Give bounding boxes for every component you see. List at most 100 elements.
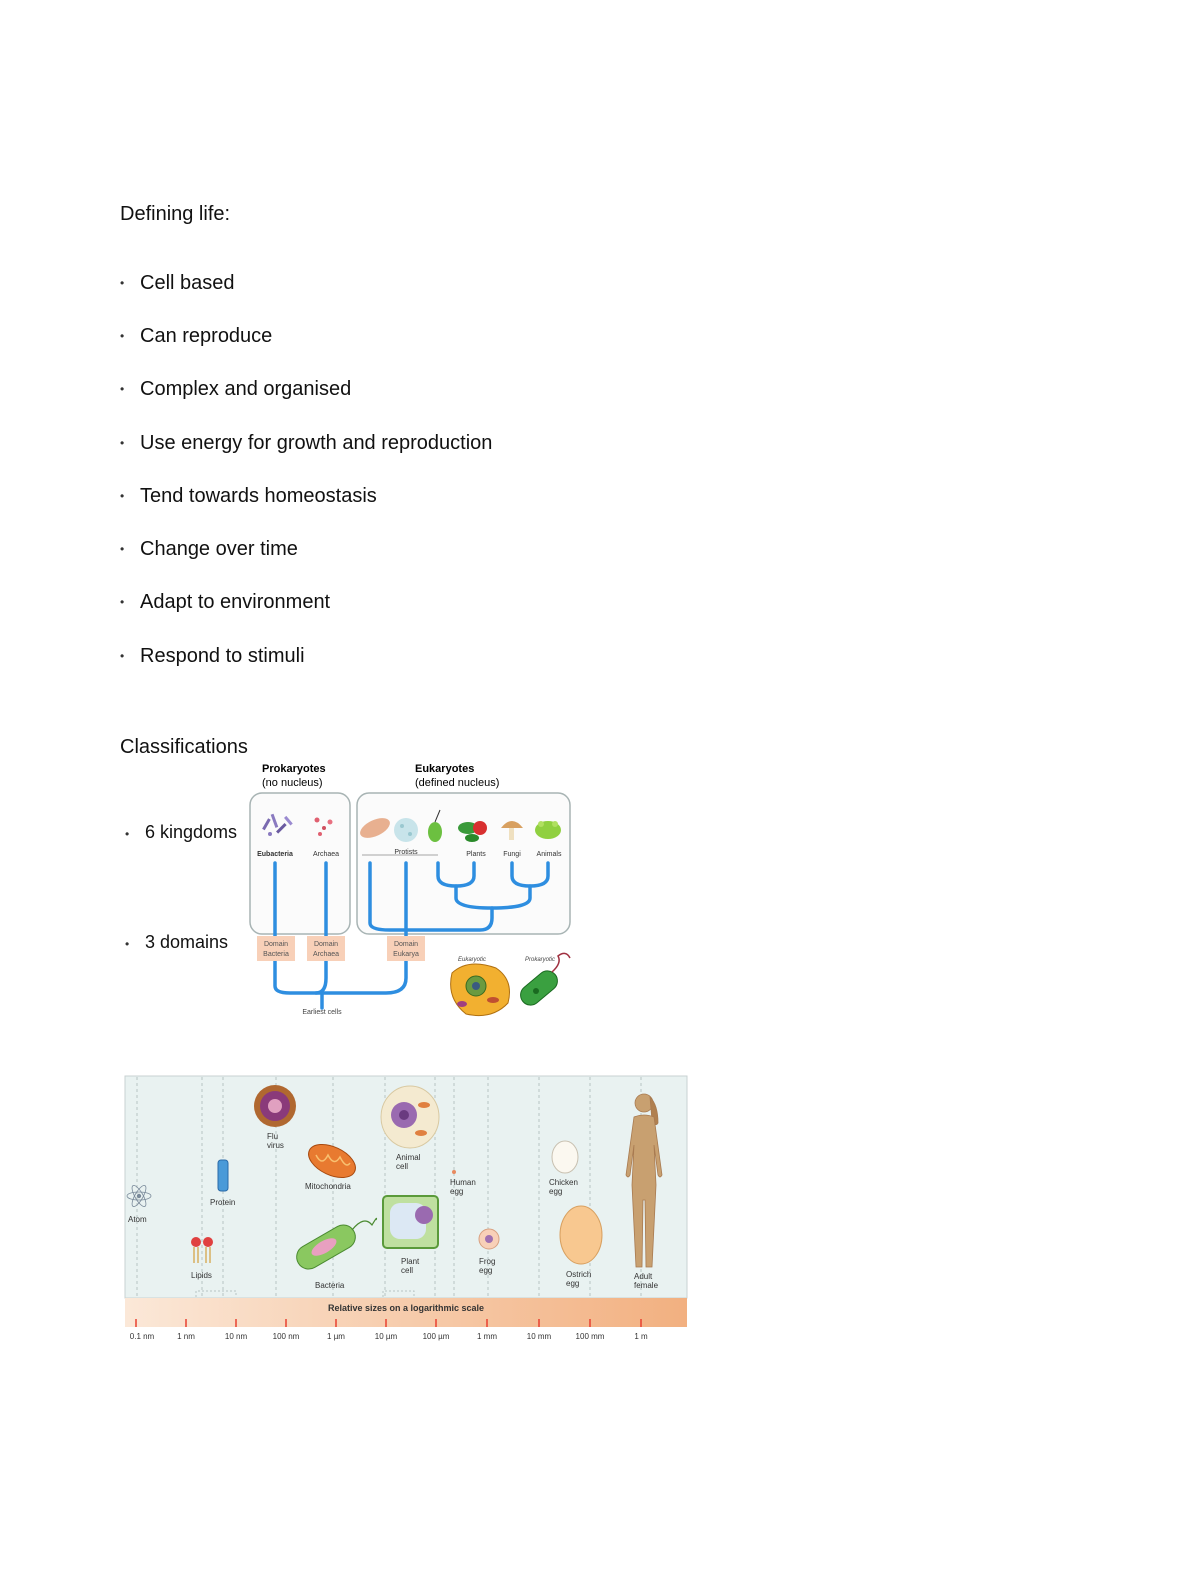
animals-icon — [535, 821, 561, 839]
atom-icon — [126, 1185, 152, 1207]
root-label: Earliest cells — [302, 1009, 342, 1016]
bullet-icon: • — [120, 328, 125, 343]
group-label: Protists — [394, 849, 418, 856]
item-label: Lipids — [191, 1271, 212, 1280]
group-label: Plants — [466, 851, 486, 858]
life-criteria-list: •Cell based •Can reproduce •Complex and … — [120, 256, 492, 682]
domain-name: Eukarya — [393, 951, 419, 958]
archaea-icon — [314, 817, 333, 836]
list-item: •Use energy for growth and reproduction — [120, 431, 493, 454]
group-label: Archaea — [313, 851, 339, 858]
tree-of-life-diagram: Prokaryotes (no nucleus) Eukaryotes (def… — [249, 763, 571, 1017]
ostrich-egg-icon — [559, 1205, 603, 1265]
eukaryotes-title: Eukaryotes — [415, 763, 474, 775]
list-item: •Complex and organised — [120, 378, 352, 401]
scale-tick-label: 100 mm — [576, 1332, 605, 1341]
eukaryotes-box — [356, 792, 571, 935]
domain-label: Domain — [314, 941, 338, 948]
mitochondria-icon — [308, 1143, 356, 1179]
tree-branches — [273, 861, 550, 1010]
protein-icon — [217, 1159, 229, 1192]
prokaryotes-subtitle: (no nucleus) — [262, 777, 323, 789]
fungi-icon — [501, 821, 523, 840]
protists-icon — [360, 809, 442, 842]
defining-life-heading: Defining life: — [120, 203, 231, 225]
domain-bacteria-box — [257, 936, 295, 961]
log-scale-band — [125, 1298, 687, 1327]
chicken-egg-icon — [551, 1140, 579, 1174]
cell-sketch-label: Prokaryotic — [525, 957, 555, 963]
prokaryotes-box — [249, 792, 351, 935]
prokaryotes-title: Prokaryotes — [262, 763, 326, 775]
bullet-icon: • — [120, 435, 125, 450]
list-item: •Adapt to environment — [120, 591, 331, 614]
group-label: Animals — [537, 851, 562, 858]
eukaryotic-cell-icon — [450, 963, 510, 1017]
scale-tick-label: 1 nm — [177, 1332, 195, 1341]
scale-tick-label: 10 mm — [527, 1332, 552, 1341]
animal-cell-icon — [380, 1085, 440, 1149]
plants-icon — [458, 821, 487, 842]
eukaryotes-subtitle: (defined nucleus) — [415, 777, 499, 789]
scale-tick-label: 1 m — [634, 1332, 648, 1341]
scale-tick-label: 1 µm — [327, 1332, 345, 1341]
list-item: •Cell based — [120, 271, 235, 294]
bullet-icon: • — [120, 595, 125, 610]
domain-label: Domain — [264, 941, 288, 948]
item-label: Atom — [128, 1215, 147, 1224]
item-label: Mitochondria — [305, 1182, 351, 1191]
bullet-icon: • — [120, 542, 125, 557]
list-item: •Change over time — [120, 538, 298, 561]
domains-bullet: •3 domains — [125, 932, 229, 952]
human-egg-icon — [452, 1170, 456, 1174]
plant-cell-icon — [382, 1195, 439, 1249]
domain-archaea-box — [307, 936, 345, 961]
item-label: Bacteria — [315, 1281, 345, 1290]
log-scale-title: Relative sizes on a logarithmic scale — [328, 1303, 484, 1313]
adult-female-icon — [625, 1093, 663, 1268]
classifications-heading: Classifications — [120, 736, 248, 758]
domain-label: Domain — [394, 941, 418, 948]
flu-virus-icon — [254, 1085, 296, 1127]
domain-eukarya-box — [387, 936, 425, 961]
list-item: •Respond to stimuli — [120, 644, 305, 667]
bullet-icon: • — [125, 827, 130, 841]
list-item: •Can reproduce — [120, 324, 273, 347]
scale-tick-marks — [135, 1319, 642, 1327]
bullet-icon: • — [120, 488, 125, 503]
scale-tick-label: 10 nm — [225, 1332, 248, 1341]
scale-tick-label: 100 nm — [273, 1332, 300, 1341]
group-label: Fungi — [503, 851, 521, 858]
scale-tick-label: 10 µm — [375, 1332, 398, 1341]
scale-tick-label: 1 mm — [477, 1332, 497, 1341]
scale-tick-label: 0.1 nm — [130, 1332, 155, 1341]
frog-egg-icon — [478, 1228, 500, 1250]
list-item: •Tend towards homeostasis — [120, 484, 377, 507]
item-label: Protein — [210, 1198, 235, 1207]
bullet-icon: • — [120, 648, 125, 663]
scale-tick-label: 100 µm — [423, 1332, 450, 1341]
domain-name: Bacteria — [263, 951, 289, 958]
bullet-icon: • — [120, 275, 125, 290]
bullet-icon: • — [125, 937, 130, 951]
plant-bracket — [382, 1290, 415, 1297]
lipid-bracket — [195, 1290, 237, 1297]
lipids-icon — [191, 1237, 213, 1263]
domain-name: Archaea — [313, 951, 339, 958]
prokaryotic-cell-icon — [520, 952, 571, 1006]
group-label: Eubacteria — [257, 851, 293, 858]
eubacteria-icon — [262, 813, 293, 836]
bacteria-icon — [296, 1217, 378, 1270]
bullet-icon: • — [120, 382, 125, 397]
cell-sketch-label: Eukaryotic — [458, 957, 486, 963]
kingdoms-bullet: •6 kingdoms — [125, 822, 238, 842]
